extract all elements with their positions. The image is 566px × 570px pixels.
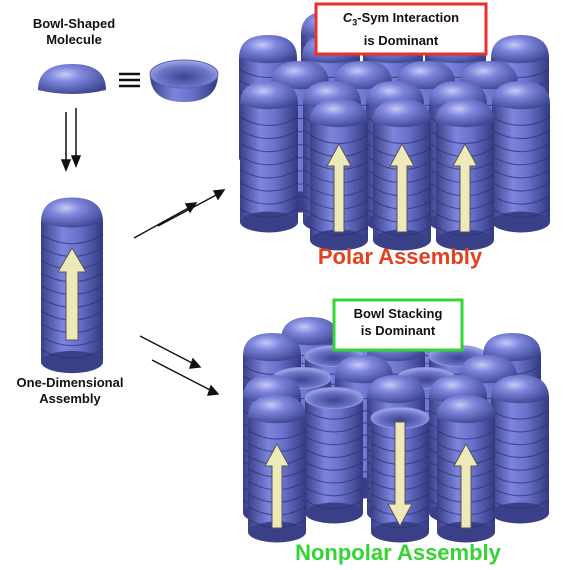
polar-column (491, 81, 551, 233)
c3-prefix: C (342, 10, 353, 25)
c3-interaction-box: C3-Sym Interaction is Dominant (319, 9, 483, 49)
one-dim-label: One-Dimensional Assembly (0, 375, 140, 407)
one-dim-arrow (57, 247, 87, 341)
polar-column (309, 99, 369, 251)
one-dim-line2: Assembly (39, 391, 101, 406)
polar-equilibrium-arrow (133, 189, 226, 239)
one-dim-line1: One-Dimensional (16, 375, 124, 390)
bowl-molecule-open (149, 59, 219, 102)
bowl-molecule-label: Bowl-Shaped Molecule (4, 16, 144, 48)
nonpolar-dipole-arrows (264, 421, 479, 529)
bowl-stack-box: Bowl Stacking is Dominant (337, 305, 459, 339)
c3-sub: 3 (352, 17, 358, 28)
nonpolar-assembly-title: Nonpolar Assembly (295, 540, 501, 565)
equivalence-icon (119, 72, 140, 88)
nonpolar-equilibrium-arrow (139, 335, 220, 396)
bowl-stack-line2: is Dominant (360, 323, 436, 338)
nonpolar-column (490, 375, 550, 524)
c3-line1: C3-Sym Interaction (319, 9, 483, 32)
bowl-molecule-dome (38, 64, 106, 94)
c3-line2: is Dominant (363, 32, 439, 48)
bowl-stack-line1: Bowl Stacking (353, 306, 443, 321)
down-equilibrium-arrow (60, 108, 82, 173)
c3-rest: -Sym Interaction (357, 10, 460, 25)
bowl-molecule-line1: Bowl-Shaped (32, 16, 116, 31)
nonpolar-column (304, 387, 364, 524)
polar-assembly-title: Polar Assembly (317, 244, 483, 269)
nonpolar-column (436, 395, 496, 543)
polar-dipole-arrows (326, 142, 478, 233)
polar-column (239, 81, 299, 233)
polar-assembly-cluster (238, 11, 551, 251)
bowl-molecule-line2: Molecule (46, 32, 102, 47)
